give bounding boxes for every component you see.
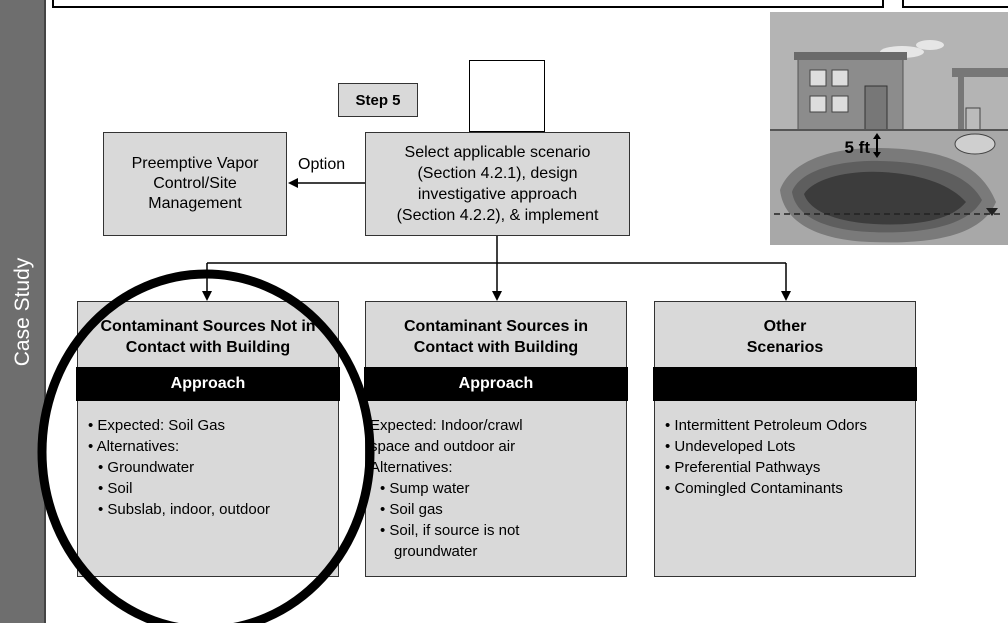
column-heading: Contaminant Sources in Contact with Buil… xyxy=(366,310,626,364)
body-line: • Soil, if source is not xyxy=(380,522,520,539)
body-line: • Soil gas xyxy=(380,501,443,518)
preemptive-line: Preemptive Vapor xyxy=(131,155,259,172)
depth-label: 5 ft xyxy=(845,138,871,157)
approach-bar: Approach xyxy=(364,367,628,401)
body-line: • Groundwater xyxy=(98,459,195,476)
body-line: • Sump water xyxy=(380,480,470,497)
select-line: (Section 4.2.2), & implement xyxy=(396,207,599,224)
heading-line: Contact with Building xyxy=(413,339,579,356)
body-line: • Comingled Contaminants xyxy=(665,480,843,497)
body-line: groundwater xyxy=(394,543,478,560)
approach-bar: Approach xyxy=(76,367,340,401)
step-label: Step 5 xyxy=(338,83,418,117)
column-body: • Expected: Soil Gas • Alternatives: • G… xyxy=(88,415,332,520)
column-in-contact: Contaminant Sources in Contact with Buil… xyxy=(364,301,628,577)
site-illustration: 5 ft xyxy=(770,12,1008,245)
body-line: • Alternatives: xyxy=(88,438,180,455)
heading-line: Other xyxy=(763,318,807,335)
body-line: • Intermittent Petroleum Odors xyxy=(665,417,867,434)
body-line: space and outdoor air xyxy=(370,438,516,455)
column-not-in-contact: Contaminant Sources Not in Contact with … xyxy=(76,301,340,577)
body-line: • Undeveloped Lots xyxy=(665,438,796,455)
column-heading: Contaminant Sources Not in Contact with … xyxy=(78,310,338,364)
preemptive-vapor-box: Preemptive Vapor Control/Site Management xyxy=(103,132,287,236)
preemptive-line: Management xyxy=(148,195,242,212)
column-body: Expected: Indoor/crawl space and outdoor… xyxy=(370,415,620,562)
blank-placeholder-box xyxy=(469,60,545,132)
site-cross-section-image: 5 ft xyxy=(770,12,1008,245)
body-line: Alternatives: xyxy=(370,459,453,476)
column-heading: Other Scenarios xyxy=(655,310,915,364)
approach-bar xyxy=(653,367,917,401)
select-line: investigative approach xyxy=(417,186,578,203)
heading-line: Contaminant Sources in xyxy=(403,318,589,335)
heading-line: Scenarios xyxy=(746,339,824,356)
body-line: • Preferential Pathways xyxy=(665,459,821,476)
column-body: • Intermittent Petroleum Odors • Undevel… xyxy=(665,415,909,499)
top-frame xyxy=(52,0,884,8)
body-line: • Soil xyxy=(98,480,133,497)
body-line: Expected: Indoor/crawl xyxy=(370,417,523,434)
body-line: • Expected: Soil Gas xyxy=(88,417,225,434)
select-line: Select applicable scenario xyxy=(404,144,591,161)
select-line: (Section 4.2.1), design xyxy=(417,165,578,182)
top-right-frame xyxy=(902,0,1008,8)
heading-line: Contact with Building xyxy=(125,339,291,356)
heading-line: Contaminant Sources Not in xyxy=(100,318,316,335)
column-other-scenarios: Other Scenarios • Intermittent Petroleum… xyxy=(653,301,917,577)
body-line: • Subslab, indoor, outdoor xyxy=(98,501,271,518)
option-label: Option xyxy=(298,156,346,173)
preemptive-line: Control/Site xyxy=(153,175,237,192)
select-scenario-box: Select applicable scenario (Section 4.2.… xyxy=(365,132,630,236)
